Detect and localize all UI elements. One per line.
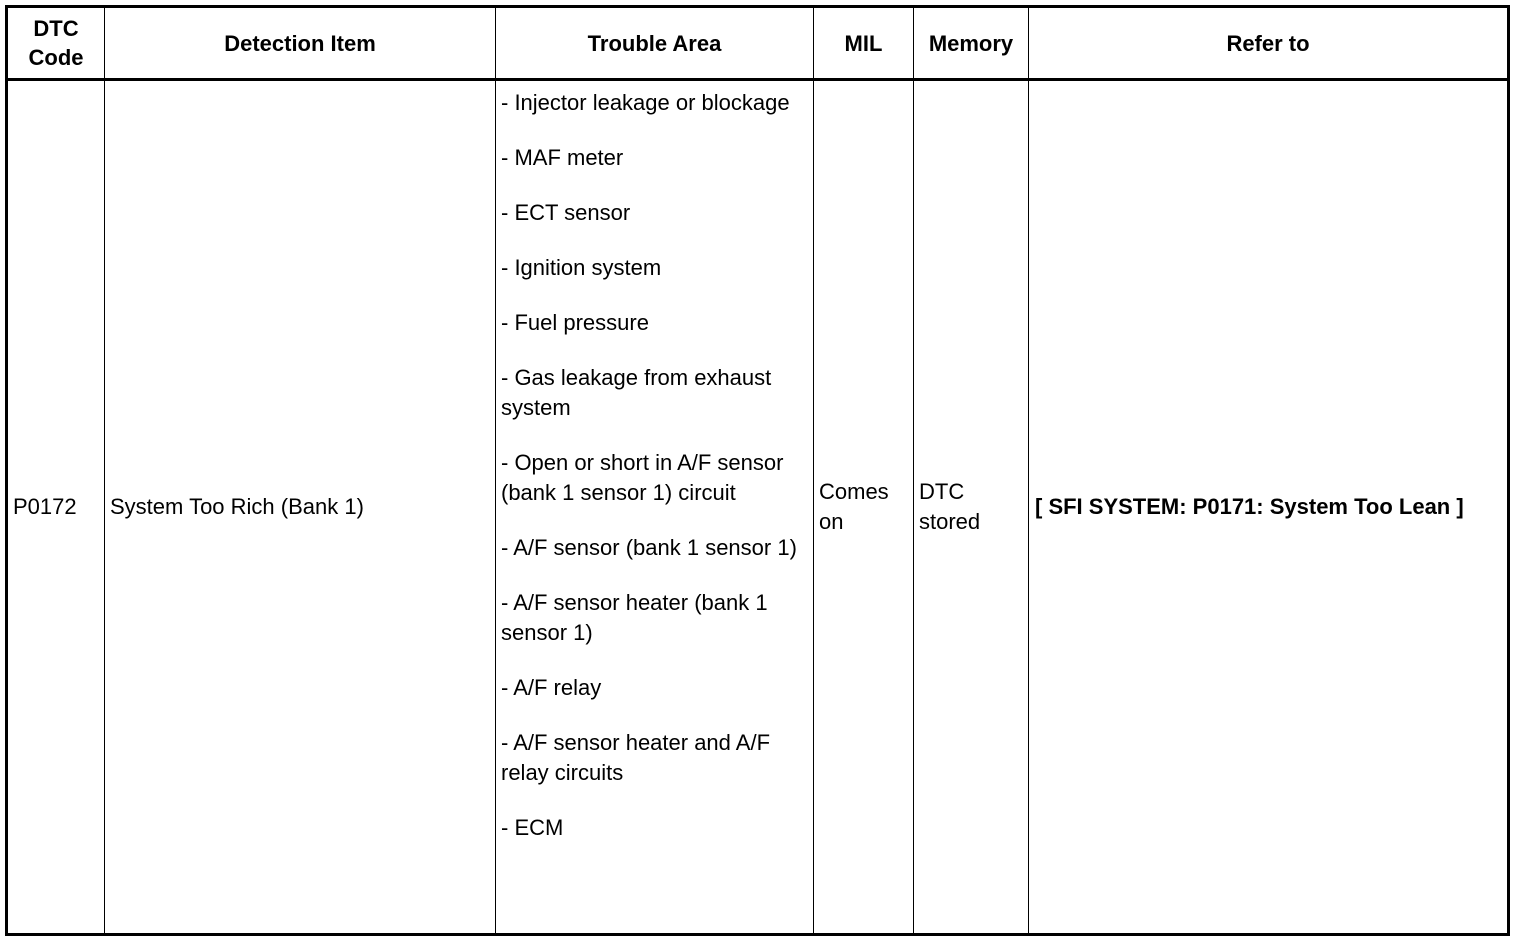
- refer-to-link[interactable]: [ SFI SYSTEM: P0171: System Too Lean ]: [1035, 494, 1464, 519]
- header-mil-label: MIL: [844, 30, 883, 56]
- header-refer-to-label: Refer to: [1226, 30, 1310, 56]
- trouble-area-list: - Injector leakage or blockage - MAF met…: [501, 88, 808, 843]
- cell-detection-item: System Too Rich (Bank 1): [104, 79, 496, 935]
- list-item: - A/F sensor heater and A/F relay circui…: [501, 730, 771, 785]
- header-dtc-code-label: DTC Code: [28, 16, 84, 70]
- header-mil: MIL: [813, 6, 914, 81]
- list-item: - A/F sensor heater (bank 1 sensor 1): [501, 590, 768, 645]
- dtc-table: DTC Code Detection Item Trouble Area MIL…: [5, 5, 1510, 936]
- list-item: - A/F relay: [501, 675, 602, 700]
- list-item: - Injector leakage or blockage: [501, 90, 790, 115]
- list-item: - Fuel pressure: [501, 310, 649, 335]
- table-row: P0172 System Too Rich (Bank 1) - Injecto…: [6, 79, 1509, 935]
- list-item: - Open or short in A/F sensor (bank 1 se…: [501, 450, 784, 505]
- header-memory-label: Memory: [928, 30, 1014, 56]
- header-detection-item: Detection Item: [104, 6, 496, 81]
- cell-trouble-area: - Injector leakage or blockage - MAF met…: [495, 79, 814, 935]
- header-refer-to: Refer to: [1028, 6, 1509, 81]
- cell-mil: Comes on: [813, 79, 914, 935]
- cell-refer-to: [ SFI SYSTEM: P0171: System Too Lean ]: [1028, 79, 1509, 935]
- list-item: - Ignition system: [501, 255, 662, 280]
- list-item: - ECT sensor: [501, 200, 631, 225]
- cell-dtc-code: P0172: [6, 79, 105, 935]
- list-item: - A/F sensor (bank 1 sensor 1): [501, 535, 797, 560]
- header-trouble-area-label: Trouble Area: [587, 30, 722, 56]
- header-detection-item-label: Detection Item: [224, 30, 376, 56]
- header-row: DTC Code Detection Item Trouble Area MIL…: [6, 6, 1509, 81]
- header-dtc-code: DTC Code: [6, 6, 105, 81]
- list-item: - ECM: [501, 815, 564, 840]
- list-item: - Gas leakage from exhaust system: [501, 365, 772, 420]
- list-item: - MAF meter: [501, 145, 624, 170]
- header-memory: Memory: [913, 6, 1029, 81]
- header-trouble-area: Trouble Area: [495, 6, 814, 81]
- cell-memory: DTC stored: [913, 79, 1029, 935]
